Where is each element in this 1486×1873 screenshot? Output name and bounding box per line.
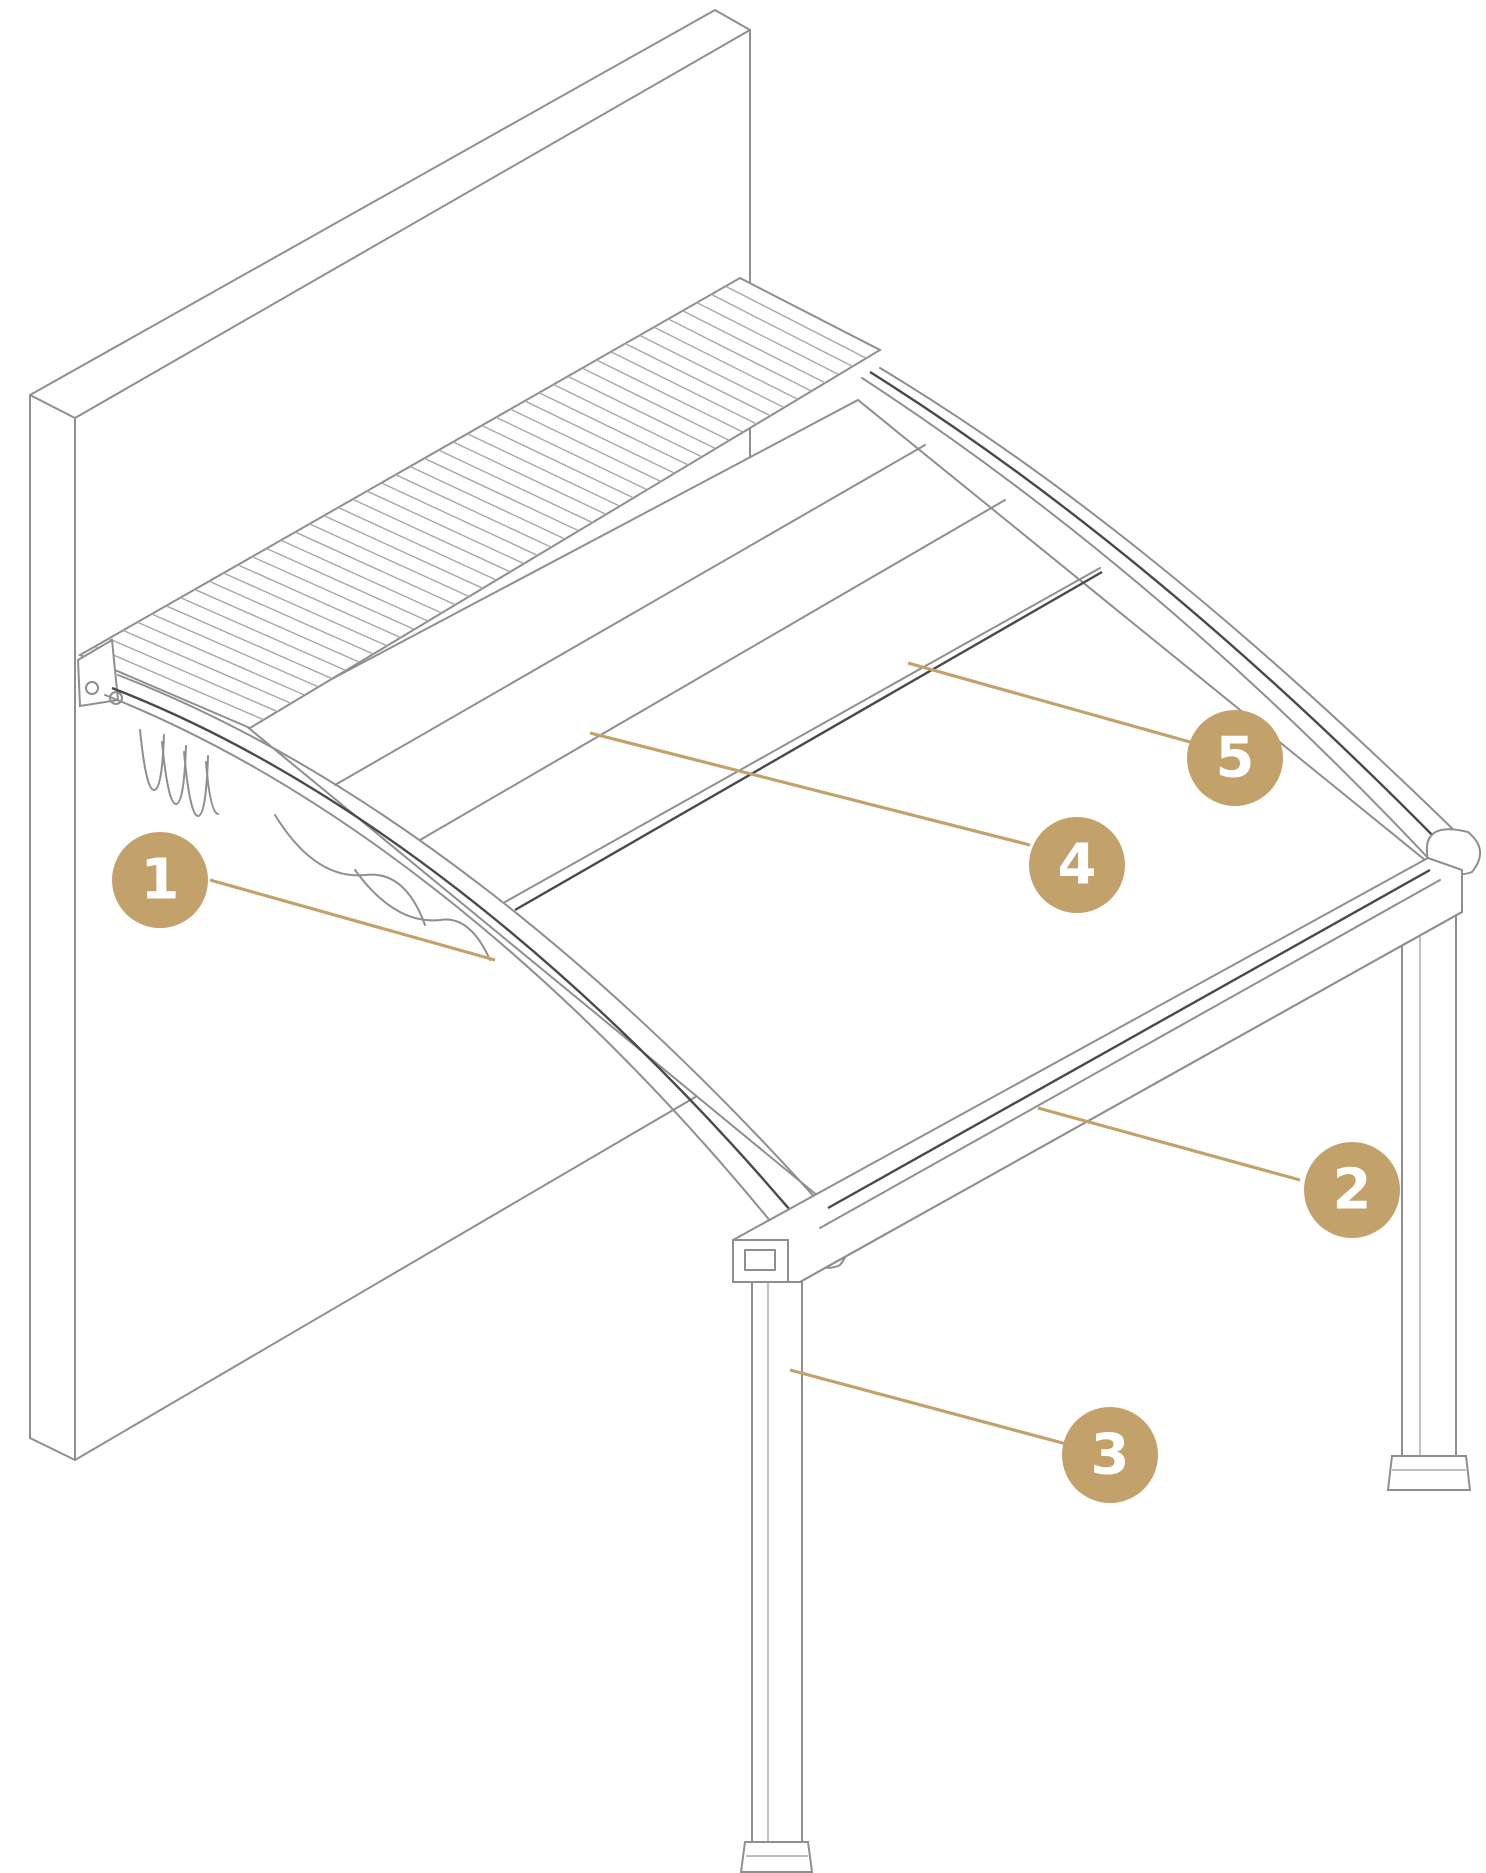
pleat-line xyxy=(266,547,429,622)
callout-badge-3: 3 xyxy=(1062,1407,1158,1503)
pleat-line xyxy=(366,490,525,565)
pleat-line xyxy=(467,433,621,507)
pleat-line xyxy=(309,523,470,598)
front-gutter-beam xyxy=(732,856,1463,1283)
pleat-line xyxy=(151,613,319,688)
pleat-line xyxy=(381,482,538,557)
front-post xyxy=(739,1281,814,1873)
pleat-line xyxy=(108,637,278,713)
pleat-line xyxy=(122,629,292,704)
pleat-line xyxy=(409,465,566,540)
pleat-line xyxy=(596,359,744,433)
leader-5 xyxy=(907,661,1191,744)
leader-2 xyxy=(1037,1106,1301,1182)
pleat-line xyxy=(667,318,812,392)
pleat-line xyxy=(208,580,374,655)
pleat-line xyxy=(710,293,853,368)
pleat-line xyxy=(323,515,484,589)
pleat-line xyxy=(452,441,607,515)
pleat-line xyxy=(424,457,579,532)
pleat-line xyxy=(653,326,799,400)
pleat-line xyxy=(165,605,333,680)
pleat-line xyxy=(237,564,401,639)
valance-folds xyxy=(139,729,491,961)
callout-badge-5: 5 xyxy=(1187,710,1283,806)
pleat-line xyxy=(682,310,826,384)
pleat-line xyxy=(639,334,785,409)
callout-number-4: 4 xyxy=(1058,833,1097,898)
pleat-line xyxy=(395,474,552,548)
leader-4 xyxy=(589,731,1031,847)
callout-badge-2: 2 xyxy=(1304,1142,1400,1238)
pleat-line xyxy=(194,588,360,663)
pleat-line xyxy=(510,408,662,483)
pleat-line xyxy=(337,506,497,581)
pleat-line xyxy=(581,367,730,442)
pleat-line xyxy=(251,556,415,631)
pleat-line xyxy=(180,596,347,672)
pleat-line xyxy=(696,301,840,376)
pleat-line xyxy=(137,621,306,696)
folded-pleats xyxy=(77,276,883,730)
pleat-line xyxy=(725,285,867,359)
callout-number-2: 2 xyxy=(1333,1158,1372,1223)
pleat-line xyxy=(352,498,511,573)
pleat-line xyxy=(567,375,716,450)
callout-number-3: 3 xyxy=(1091,1423,1130,1488)
pleat-line xyxy=(223,572,388,647)
callout-number-5: 5 xyxy=(1216,726,1255,791)
leader-1 xyxy=(209,878,496,962)
pleat-line xyxy=(481,424,634,499)
callout-badge-1: 1 xyxy=(112,832,208,928)
pleat-line xyxy=(624,342,771,417)
rear-post xyxy=(1386,887,1472,1491)
callout-number-1: 1 xyxy=(141,848,180,913)
pleat-line xyxy=(280,539,443,614)
pleat-line xyxy=(538,392,689,466)
leader-3 xyxy=(789,1368,1071,1447)
pleat-line xyxy=(610,351,758,425)
callout-badge-4: 4 xyxy=(1029,817,1125,913)
pleat-line xyxy=(294,531,456,606)
pleat-line xyxy=(524,400,675,474)
pleat-line xyxy=(553,383,703,458)
pleat-line xyxy=(94,646,264,721)
pleat-line xyxy=(438,449,593,524)
callout-leaders xyxy=(209,661,1301,1447)
pleat-line xyxy=(495,416,648,491)
